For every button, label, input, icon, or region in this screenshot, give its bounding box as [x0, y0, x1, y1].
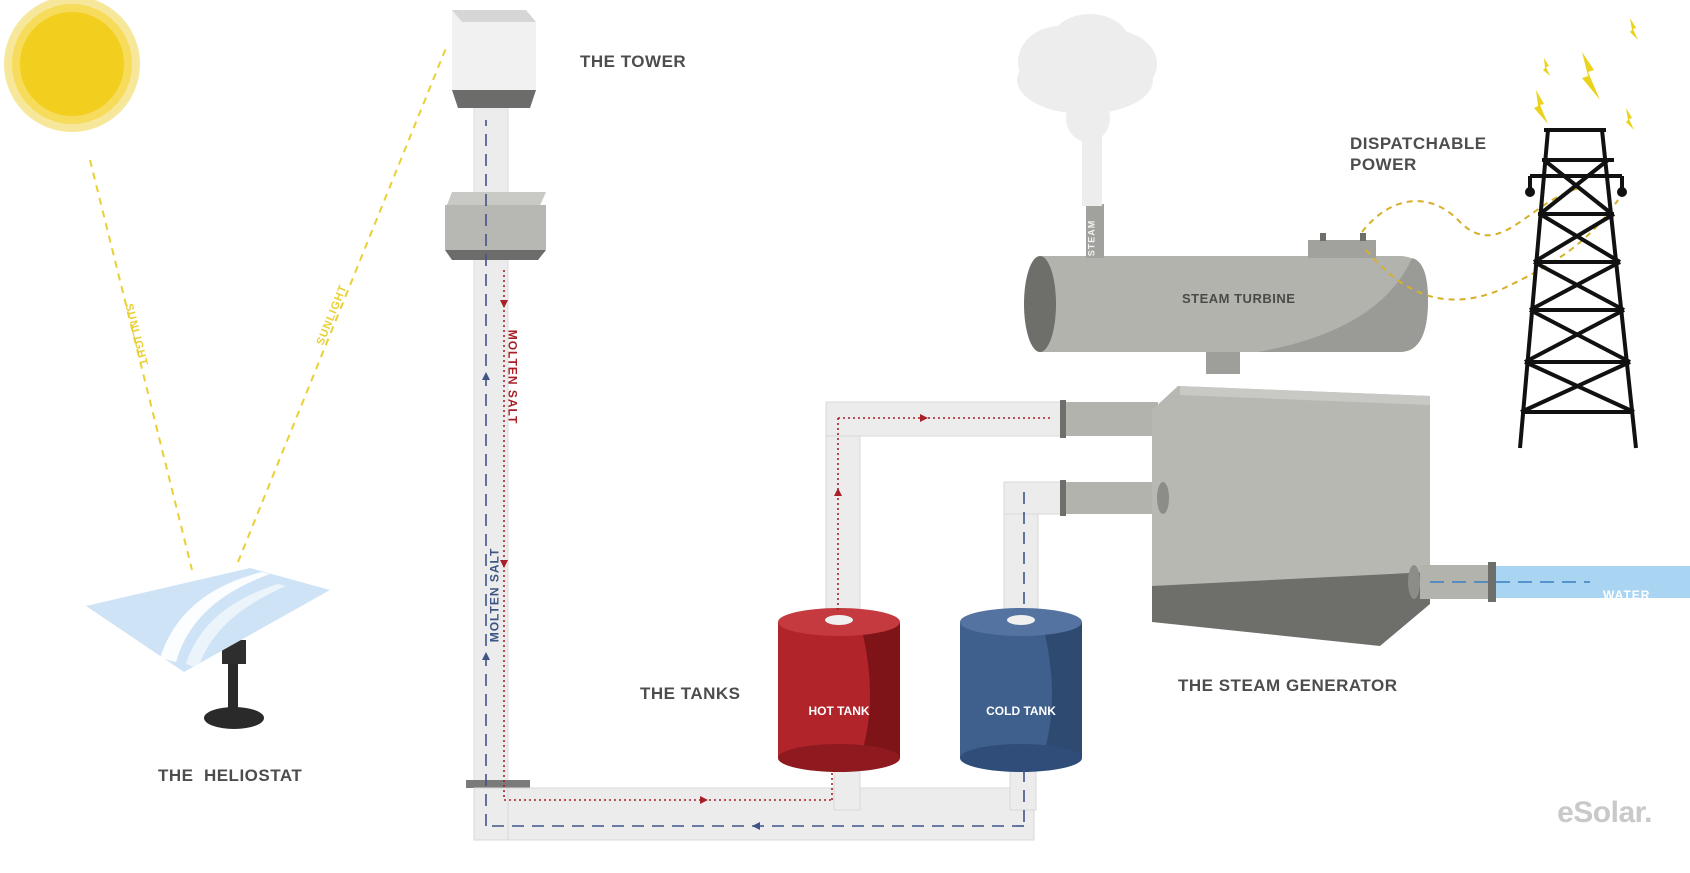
generator-connectors: [1060, 400, 1158, 516]
lightning-icon: [1534, 18, 1638, 130]
sun-icon: [4, 0, 140, 132]
insulator-left: [1525, 187, 1535, 197]
hot-salt-flow: [503, 270, 1050, 801]
esolar-logo: eSolar.: [1557, 796, 1652, 829]
cold-tank-icon: [960, 608, 1082, 772]
cold-salt-flow: [485, 120, 1025, 827]
power-flow-lines: [1361, 187, 1619, 301]
molten-salt-label-hot: MOLTEN SALT: [505, 329, 520, 425]
cold-salt-arrows: [482, 372, 760, 830]
steam-cloud-icon: [1017, 14, 1157, 206]
tanks-label: THE TANKS: [640, 684, 741, 703]
steam-label: STEAM: [1086, 219, 1097, 257]
tower-label: THE TOWER: [580, 52, 687, 71]
heliostat-label: THE HELIOSTAT: [158, 766, 303, 785]
steam-generator-label: THE STEAM GENERATOR: [1178, 676, 1398, 695]
molten-salt-label-cold: MOLTEN SALT: [487, 547, 502, 643]
water-label: WATER: [1603, 588, 1651, 602]
hot-tank-label: HOT TANK: [808, 704, 870, 718]
heliostat-icon: [86, 568, 330, 729]
transmission-tower-icon: [1518, 128, 1638, 449]
steam-turbine-icon: [1024, 204, 1428, 374]
steam-turbine-label: STEAM TURBINE: [1182, 291, 1296, 306]
hot-tank-icon: [778, 608, 900, 772]
cold-tank-label: COLD TANK: [986, 704, 1056, 718]
dispatchable-power-label: DISPATCHABLE POWER: [1350, 133, 1487, 175]
dispatchable-power-line-2: POWER: [1350, 155, 1417, 174]
insulator-right: [1617, 187, 1627, 197]
dispatchable-power-line-1: DISPATCHABLE: [1350, 134, 1487, 153]
hot-salt-arrows: [500, 300, 928, 804]
tower-icon: [445, 10, 546, 789]
salt-pipes: [473, 401, 1065, 841]
sunlight-rays: [89, 47, 447, 571]
steam-generator-icon: [1152, 386, 1430, 646]
water-pipe: [1408, 562, 1690, 602]
